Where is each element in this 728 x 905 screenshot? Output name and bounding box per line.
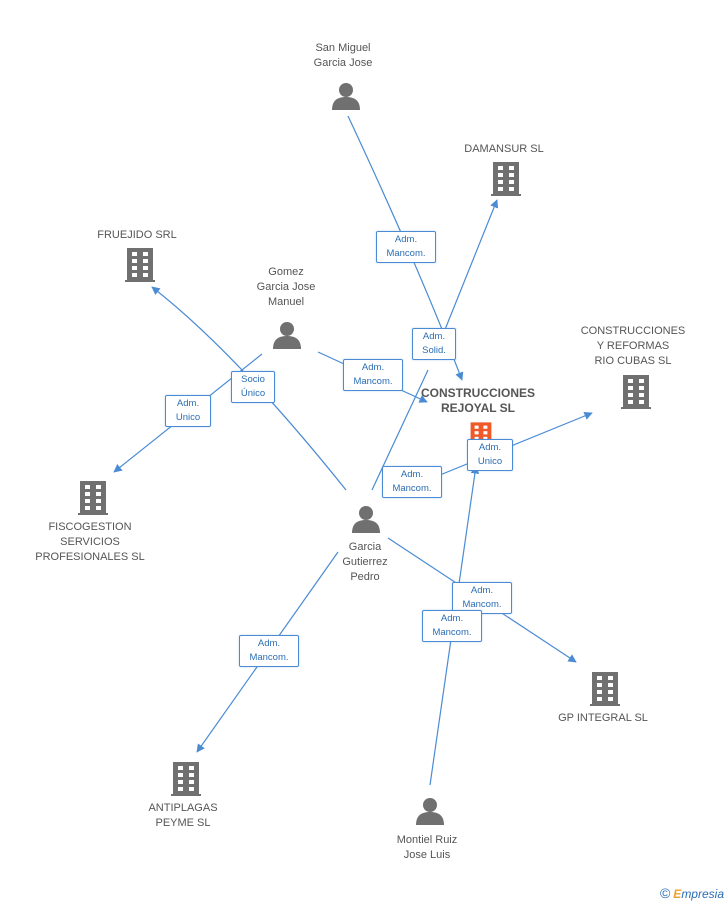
- node-label-rejoyal[interactable]: CONSTRUCCIONES REJOYAL SL: [420, 386, 535, 415]
- edge-label-fiscogestion: Adm. Unico: [165, 395, 211, 427]
- edge-lines: [113, 115, 593, 786]
- edge-label-damansur: Adm. Solid.: [412, 328, 456, 360]
- edge-label-socio-unico: Socio Único: [231, 371, 275, 403]
- edge-label-montiel-rejoyal: Adm. Mancom.: [422, 610, 482, 642]
- edge-line-dam-rejoyal: [435, 199, 499, 353]
- building-icon-damansur[interactable]: [491, 162, 521, 196]
- empresia-watermark: ©Empresia: [660, 885, 724, 901]
- edge-line-garcia-rejoyal: [371, 369, 429, 491]
- brand-initial: E: [673, 887, 682, 901]
- node-label-gomez[interactable]: Gomez Garcia Jose Manuel: [256, 266, 316, 308]
- edge-label-gp-integral: Adm. Mancom.: [452, 582, 512, 614]
- node-label-fiscogestion[interactable]: FISCOGESTION SERVICIOS PROFESIONALES SL: [35, 521, 145, 563]
- node-label-fruejido[interactable]: FRUEJIDO SRL: [97, 229, 177, 241]
- person-icon-garcia-pedro[interactable]: [352, 506, 380, 533]
- person-icon-montiel[interactable]: [416, 798, 444, 825]
- building-icon-gp-integral[interactable]: [590, 672, 620, 706]
- edge-label-gomez-rejoyal: Adm. Mancom.: [343, 359, 403, 391]
- node-label-rio-cubas[interactable]: CONSTRUCCIONES Y REFORMAS RIO CUBAS SL: [580, 325, 686, 367]
- edge-label-garcia-rejoyal: Adm. Mancom.: [382, 466, 442, 498]
- node-label-antiplagas[interactable]: ANTIPLAGAS PEYME SL: [148, 802, 218, 829]
- node-label-damansur[interactable]: DAMANSUR SL: [464, 143, 544, 155]
- node-label-montiel[interactable]: Montiel Ruiz Jose Luis: [396, 834, 458, 861]
- node-label-garcia-pedro[interactable]: Garcia Gutierrez Pedro: [342, 541, 388, 583]
- node-label-san-miguel[interactable]: San Miguel Garcia Jose: [313, 42, 373, 69]
- person-icon-gomez[interactable]: [273, 322, 301, 349]
- node-label-gp-integral[interactable]: GP INTEGRAL SL: [558, 712, 648, 724]
- person-icon-san-miguel[interactable]: [332, 83, 360, 110]
- edge-label-san-miguel-rejoyal: Adm. Mancom.: [376, 231, 436, 263]
- building-icon-fiscogestion[interactable]: [78, 481, 108, 515]
- copyright-icon: ©: [659, 885, 671, 901]
- edge-label-rio-cubas: Adm. Unico: [467, 439, 513, 471]
- building-icon-rio-cubas[interactable]: [621, 375, 651, 409]
- edge-label-antiplagas: Adm. Mancom.: [239, 635, 299, 667]
- building-icon-antiplagas[interactable]: [171, 762, 201, 796]
- brand-name: mpresia: [681, 887, 724, 901]
- building-icon-fruejido[interactable]: [125, 248, 155, 282]
